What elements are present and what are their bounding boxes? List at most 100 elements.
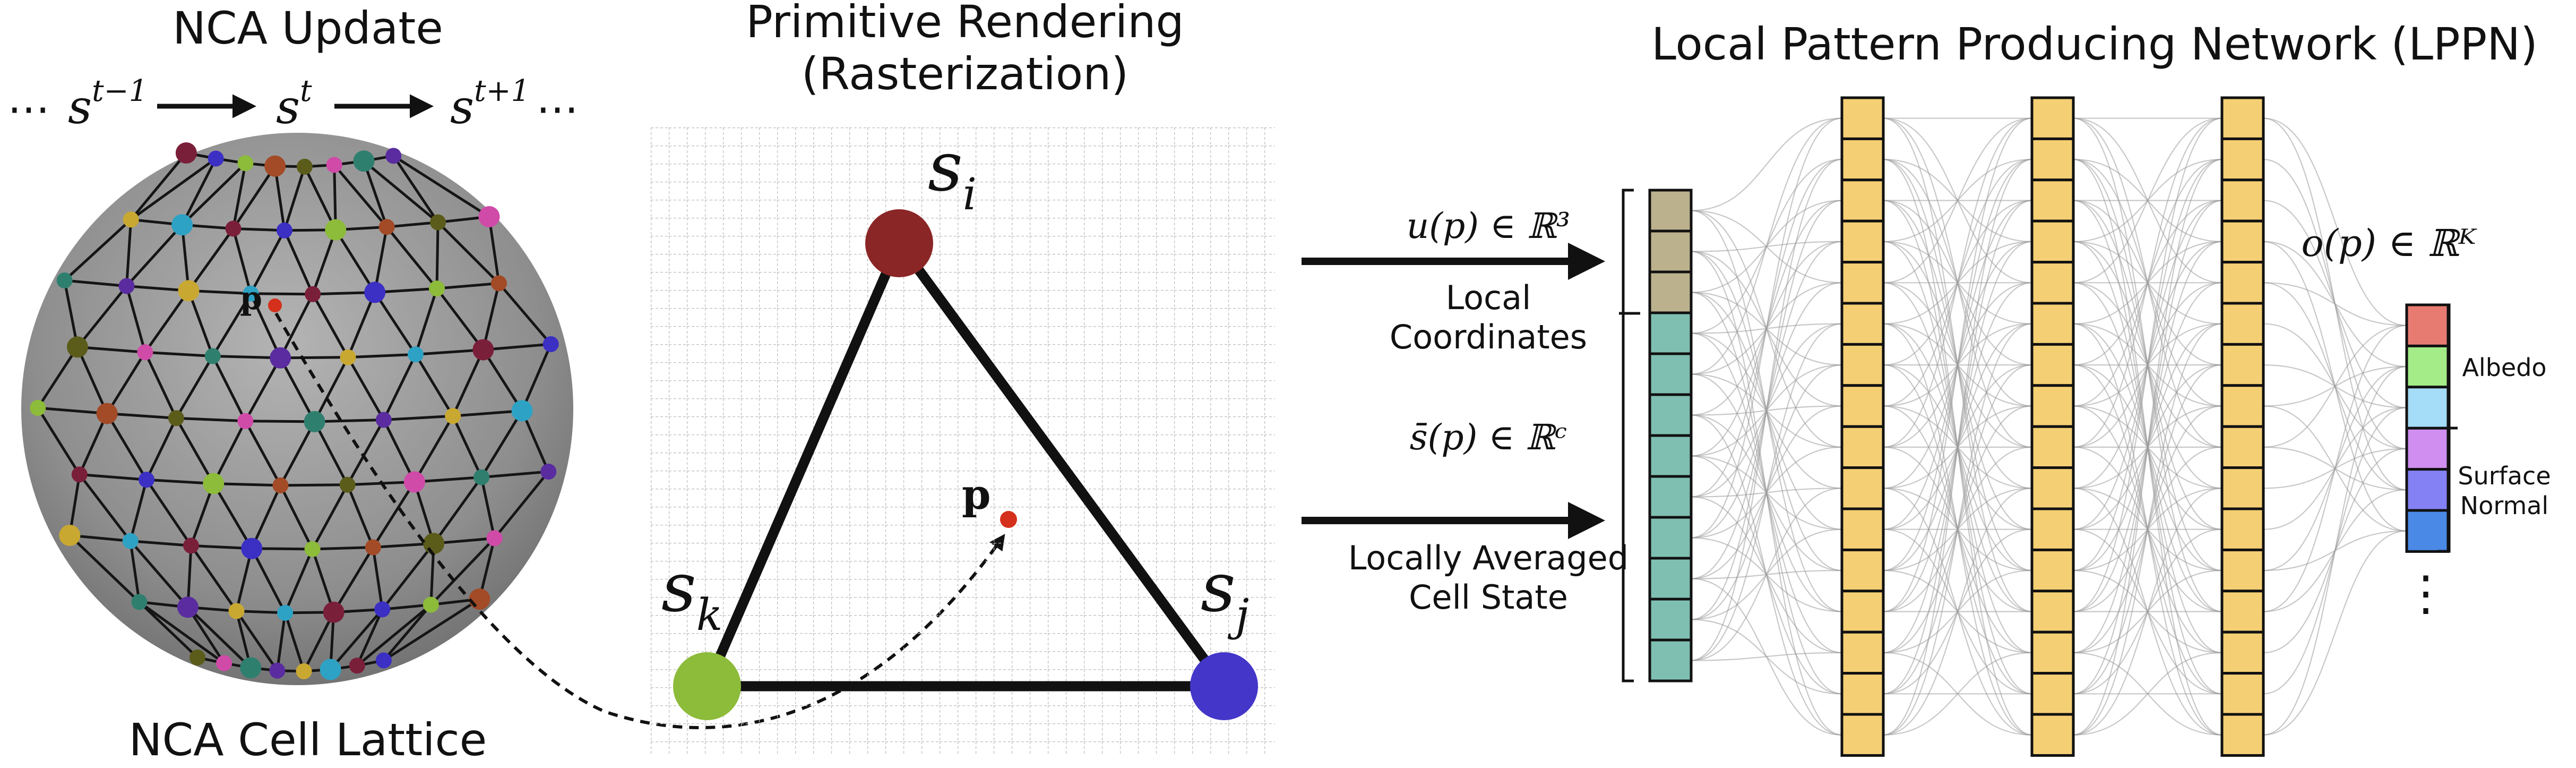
lattice-cell <box>71 466 88 483</box>
lattice-edge <box>481 470 549 479</box>
lattice-cell <box>542 336 559 352</box>
lattice-edge <box>232 163 247 229</box>
network-edge <box>2073 323 2222 736</box>
input-bracket-outer <box>1622 189 1634 682</box>
hidden-layer-1-cell <box>1840 384 1885 428</box>
input-coord-cell <box>1648 189 1693 233</box>
network-edge <box>1691 159 1842 661</box>
lattice-cell <box>349 658 365 674</box>
network-edge <box>1691 117 1842 211</box>
lattice-edge <box>146 478 214 485</box>
lattice-edge <box>311 229 337 295</box>
vertex-i-label: si <box>928 127 977 220</box>
lattice-cell <box>429 280 445 297</box>
lattice-cell <box>385 148 402 164</box>
lattice-edge <box>283 229 314 295</box>
network-edge <box>2073 117 2222 612</box>
lattice-edge <box>435 222 440 289</box>
hidden-layer-2-cell <box>2030 178 2075 223</box>
raster-grid <box>651 127 1275 754</box>
input-state-cell <box>1648 311 1693 355</box>
lattice-edge <box>64 279 127 288</box>
lattice-cell <box>407 346 424 363</box>
lattice-cell <box>469 588 490 610</box>
lattice-cell <box>490 275 507 292</box>
lattice-edge <box>129 541 141 602</box>
lattice-cell <box>430 214 446 231</box>
lattice-edge <box>414 354 454 417</box>
hidden-layer-3-cell <box>2220 302 2265 346</box>
network-edge <box>1691 117 1842 375</box>
lattice-edge <box>189 544 238 612</box>
lattice-edge <box>37 407 81 475</box>
lattice-edge <box>386 221 438 228</box>
cell-lattice-sphere: p <box>21 133 573 685</box>
input-state-cell <box>1648 516 1693 560</box>
lattice-edge <box>312 546 373 551</box>
lattice-edge <box>414 476 482 483</box>
local-coords-label-line2: Coordinates <box>1390 318 1587 356</box>
lattice-cell <box>270 347 291 369</box>
nca-update-title: NCA Update <box>173 2 443 54</box>
network-edge <box>2263 282 2407 326</box>
hidden-layer-2-cell <box>2030 261 2075 305</box>
lattice-cell <box>339 476 356 493</box>
lattice-cell <box>225 220 242 237</box>
lattice-cell <box>59 525 81 546</box>
lattice-cell <box>296 663 312 679</box>
hidden-layer-3-cell <box>2220 672 2265 716</box>
network-edge <box>2073 117 2222 448</box>
lattice-edge <box>311 484 349 550</box>
input-state-cell <box>1648 475 1693 519</box>
sequence-ellipsis-right: ⋯ <box>536 84 579 133</box>
cell-state-input: s̄(p) ∈ ℝᶜ Locally Averaged Cell State <box>1302 417 1629 617</box>
lattice-edge <box>481 283 501 351</box>
lattice-edge <box>480 477 496 539</box>
lattice-cell <box>175 142 197 164</box>
input-state-cell <box>1648 352 1693 396</box>
lattice-edge <box>244 357 282 422</box>
vertex-k-label: sk <box>661 548 722 641</box>
lattice-cell <box>204 348 221 364</box>
hidden-layer-1-cell <box>1840 630 1885 675</box>
hidden-layer-3-cell <box>2220 343 2265 387</box>
lattice-edge <box>145 351 213 358</box>
lattice-edge <box>125 219 133 286</box>
lattice-cell <box>123 211 139 228</box>
hidden-layer-1-cell <box>1840 261 1885 305</box>
lattice-edge <box>38 406 107 415</box>
lattice-edge <box>130 540 192 547</box>
hidden-layer-3-cell <box>2220 425 2265 470</box>
hidden-layer-3-cell <box>2220 137 2265 182</box>
input-state-cell <box>1648 638 1693 682</box>
hidden-layer-3-cell <box>2220 96 2265 140</box>
state-next-label: st+1 <box>450 74 530 134</box>
lattice-cell <box>323 601 344 623</box>
hidden-layer-2-cell <box>2030 507 2075 551</box>
hidden-layer-1-cell <box>1840 219 1885 264</box>
lattice-edge <box>78 413 108 475</box>
lattice-cell <box>472 339 494 361</box>
lattice-cell <box>378 219 395 235</box>
network-edge <box>1691 488 1842 661</box>
lattice-edges <box>37 151 553 673</box>
lattice-cell <box>189 650 205 665</box>
lattice-edge <box>233 227 285 232</box>
lattice-cell <box>237 155 254 172</box>
vertex-i <box>865 209 933 277</box>
lattice-cell <box>168 410 184 426</box>
lattice-edge <box>251 484 282 549</box>
lattice-cell <box>208 150 224 167</box>
lattice-edge <box>279 484 314 550</box>
lattice-cell <box>137 344 153 361</box>
lattice-edge <box>76 346 108 414</box>
lattice-cell <box>203 473 225 494</box>
lattice-cell <box>122 533 139 549</box>
lattice-cell <box>66 336 88 358</box>
hidden-layer-2-cell <box>2030 672 2075 716</box>
hidden-layer-1-cell <box>1840 343 1885 387</box>
lattice-edge <box>521 410 550 472</box>
mapping-dashed-arrow <box>274 312 1005 729</box>
lattice-edge <box>68 534 141 603</box>
lattice-cell <box>237 413 254 429</box>
